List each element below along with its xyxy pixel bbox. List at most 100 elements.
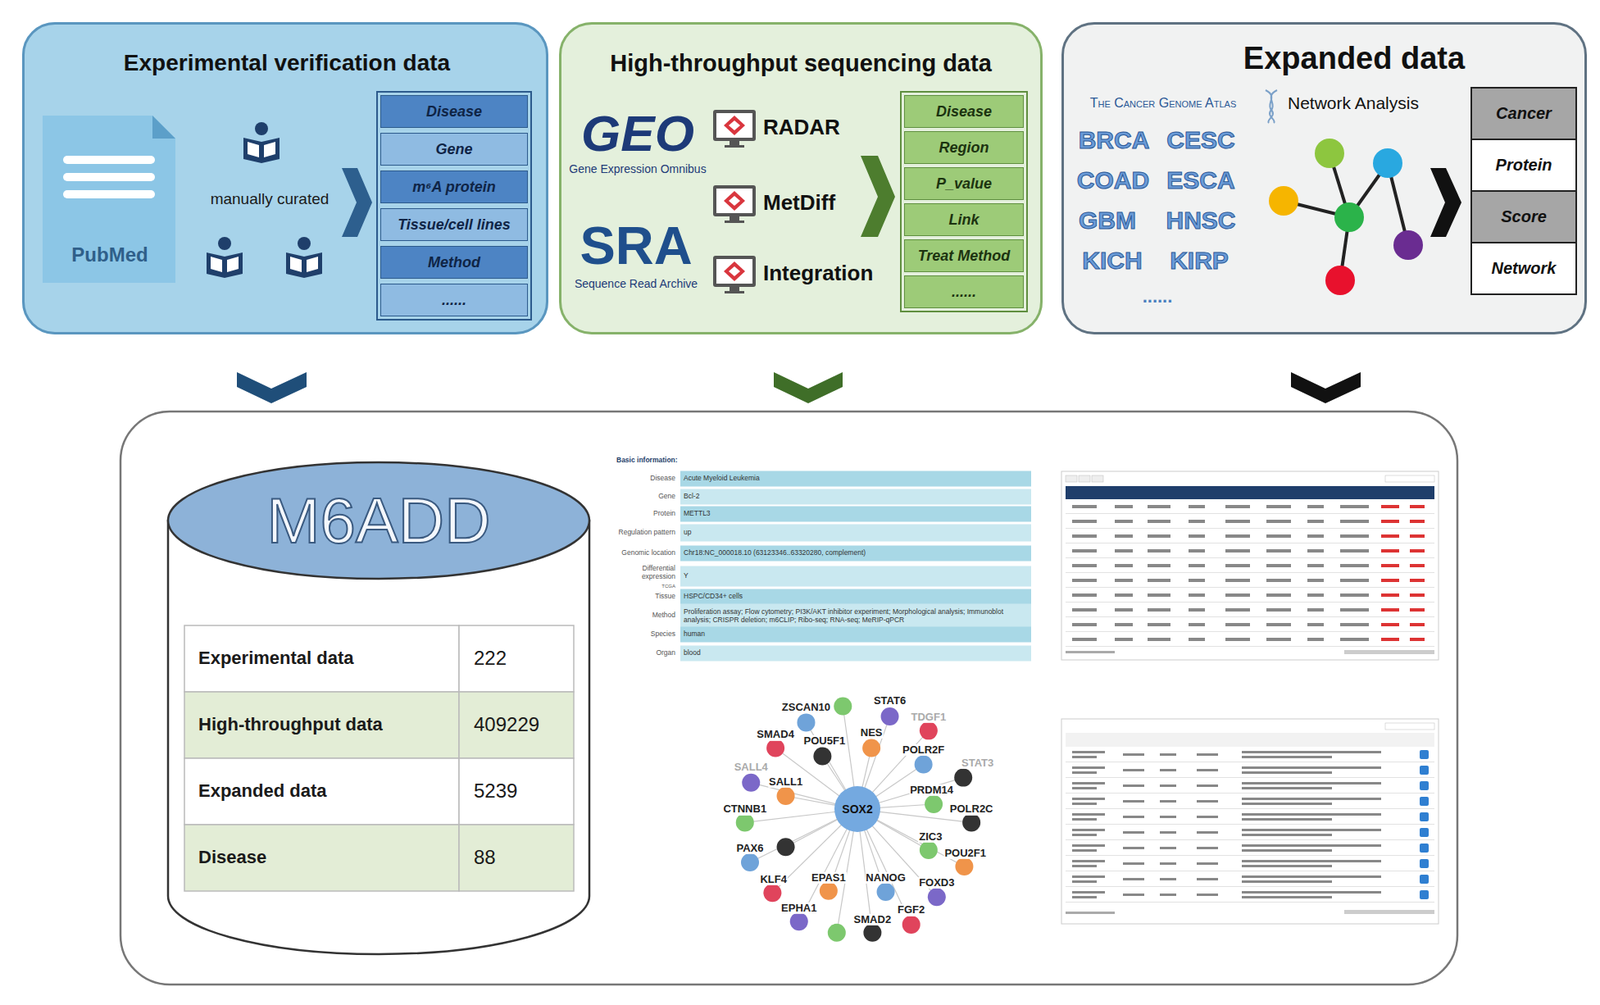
screenshot-text: Gene bbox=[616, 492, 676, 501]
deco-shape bbox=[459, 758, 574, 825]
deco-shape bbox=[862, 739, 881, 758]
gene-label: SALL1 bbox=[768, 775, 804, 787]
deco-shape bbox=[680, 604, 1032, 628]
screenshot-text: HSPC/CD34+ cells bbox=[683, 592, 743, 601]
deco-shape bbox=[827, 923, 846, 942]
table-cell: High-throughput data bbox=[198, 713, 383, 735]
node-text: Tissue/cell lines bbox=[397, 216, 511, 234]
database-panel bbox=[120, 411, 1458, 985]
gene-label: POU5F1 bbox=[803, 735, 847, 747]
deco-shape bbox=[1091, 475, 1104, 482]
node-text: Link bbox=[948, 211, 979, 229]
deco-shape bbox=[290, 256, 319, 273]
deco-shape bbox=[680, 566, 1032, 587]
deco-shape bbox=[459, 625, 574, 692]
cancer-code: GBM bbox=[1078, 206, 1137, 236]
deco-shape bbox=[729, 216, 740, 221]
deco-shape bbox=[254, 122, 269, 136]
tool-name: RADAR bbox=[763, 115, 841, 141]
deco-shape bbox=[763, 883, 782, 902]
deco-shape bbox=[713, 185, 756, 223]
gene-label: SMAD2 bbox=[853, 913, 893, 925]
screenshot-text: Chr18:NC_000018.10 (63123346..63320280, … bbox=[683, 549, 866, 558]
field-box: Gene bbox=[380, 132, 528, 166]
field-box: Method bbox=[380, 245, 528, 279]
deco-shape bbox=[713, 255, 756, 287]
deco-shape bbox=[206, 252, 243, 278]
gene-label: SMAD4 bbox=[755, 728, 796, 741]
deco-shape bbox=[210, 256, 239, 273]
deco-shape bbox=[1065, 732, 1435, 747]
screenshot-text: Genomic location bbox=[616, 549, 676, 558]
deco-shape bbox=[1290, 372, 1361, 404]
deco-shape bbox=[1065, 911, 1115, 914]
field-box: Disease bbox=[904, 95, 1024, 128]
field-box: Network bbox=[1470, 241, 1578, 296]
deco-shape bbox=[877, 882, 896, 901]
field-box: Disease bbox=[380, 95, 528, 128]
gene-label: POU2F1 bbox=[943, 847, 987, 860]
logo-text: SRA bbox=[579, 218, 692, 273]
deco-shape bbox=[833, 696, 852, 715]
ellipsis: ...... bbox=[1142, 286, 1173, 307]
deco-shape bbox=[297, 236, 311, 250]
screenshot-text: Proliferation assay; Flow cytometry; PI3… bbox=[683, 607, 1028, 624]
pubmed-document bbox=[42, 115, 176, 283]
gene-label: EPHA1 bbox=[780, 902, 818, 914]
hub-node: SOX2 bbox=[834, 786, 881, 832]
gene-label: NANOG bbox=[864, 871, 906, 883]
deco-shape bbox=[22, 22, 549, 335]
deco-shape bbox=[63, 172, 155, 182]
deco-shape bbox=[1344, 650, 1435, 655]
deco-shape bbox=[1061, 22, 1587, 335]
deco-shape bbox=[184, 625, 460, 692]
node-text: Protein bbox=[1495, 155, 1553, 175]
gene-label: PRDM14 bbox=[909, 783, 955, 796]
field-box: Cancer bbox=[1470, 86, 1578, 141]
deco-shape bbox=[881, 707, 900, 726]
deco-shape bbox=[1393, 230, 1423, 260]
node-text: Gene bbox=[435, 140, 473, 159]
deco-shape bbox=[459, 824, 574, 891]
deco-shape bbox=[724, 290, 745, 294]
deco-shape bbox=[1385, 475, 1435, 482]
node-text: Score bbox=[1500, 207, 1547, 227]
cancer-code: KICH bbox=[1081, 246, 1142, 276]
screenshot-text: Species bbox=[616, 630, 676, 639]
deco-shape bbox=[63, 190, 155, 199]
deco-shape bbox=[813, 746, 832, 765]
deco-shape bbox=[459, 691, 574, 759]
deco-shape bbox=[924, 795, 943, 814]
chevron bbox=[1430, 168, 1462, 237]
deco-shape bbox=[713, 109, 756, 141]
deco-shape bbox=[777, 786, 796, 805]
deco-shape bbox=[766, 739, 785, 758]
screenshot-text: METTL3 bbox=[683, 509, 711, 519]
field-box: Protein bbox=[1470, 138, 1578, 192]
section-label: Network Analysis bbox=[1287, 93, 1419, 114]
deco-shape bbox=[728, 195, 741, 206]
deco-shape bbox=[1065, 486, 1435, 500]
gene-label: POLR2F bbox=[901, 744, 946, 756]
gene-label: FGF2 bbox=[896, 904, 926, 916]
deco-shape bbox=[1065, 499, 1435, 647]
logo-subtitle: Sequence Read Archive bbox=[574, 277, 698, 291]
deco-shape bbox=[790, 912, 809, 931]
screenshot-text: Y bbox=[683, 572, 689, 581]
node-text: Method bbox=[427, 254, 481, 272]
down-chevrons bbox=[236, 372, 1361, 404]
deco-shape bbox=[724, 145, 745, 148]
cancer-code: ESCA bbox=[1166, 166, 1235, 196]
deco-shape bbox=[152, 115, 176, 139]
deco-shape bbox=[1269, 90, 1278, 123]
table-cell: Experimental data bbox=[198, 647, 355, 669]
deco-shape bbox=[713, 255, 756, 294]
screenshot-text: Method bbox=[616, 611, 676, 620]
node-text: Disease bbox=[936, 103, 992, 121]
deco-shape bbox=[723, 115, 746, 136]
list-frame bbox=[900, 91, 1028, 312]
field-box: Link bbox=[904, 203, 1024, 237]
deco-shape bbox=[728, 266, 741, 277]
deco-shape bbox=[286, 252, 323, 278]
